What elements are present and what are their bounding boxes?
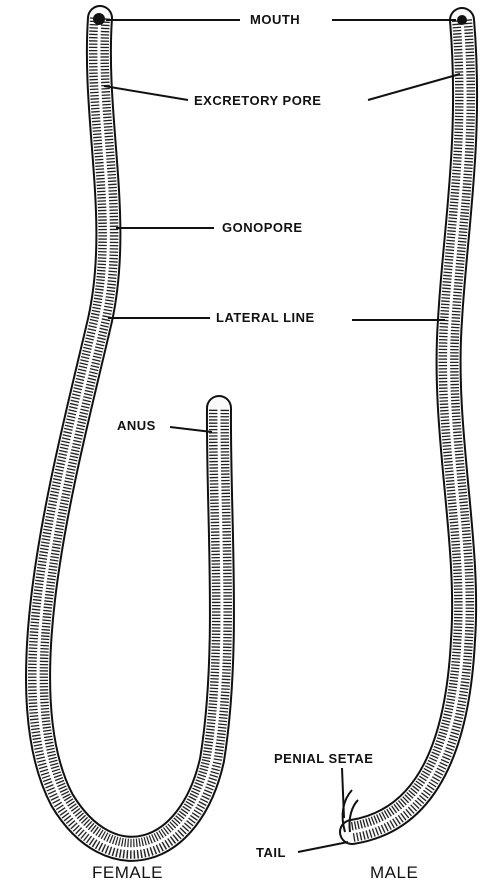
leader-lines [104,20,460,852]
label-tail: TAIL [256,846,286,860]
label-penial-setae: PENIAL SETAE [274,752,373,766]
label-lateral-line: LATERAL LINE [216,311,315,325]
label-anus: ANUS [117,419,156,433]
male-worm [343,15,467,832]
female-mouth-tip [93,13,105,25]
excretory-pore-leader-left [104,86,188,100]
excretory-pore-leader-right [368,74,460,100]
anus-leader [170,427,212,432]
tail-leader [298,842,348,852]
label-excretory-pore: EXCRETORY PORE [194,94,321,108]
caption-male: MALE [370,863,418,883]
male-mouth-tip [457,15,467,25]
label-mouth: MOUTH [250,13,300,27]
caption-female: FEMALE [92,863,163,883]
label-gonopore: GONOPORE [222,221,303,235]
